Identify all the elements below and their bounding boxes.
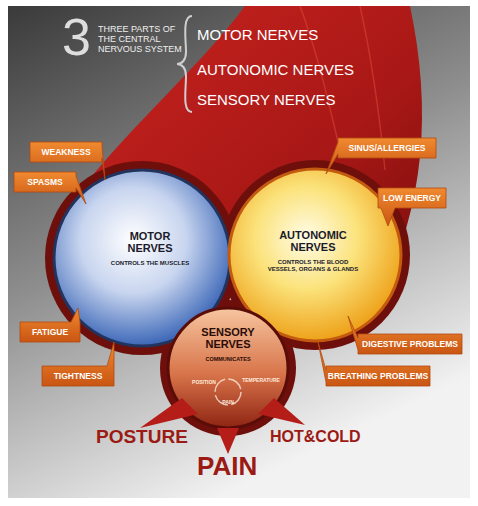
symptom-callout: SINUS/ALLERGIES (326, 138, 436, 174)
callout-text: DIGESTIVE PROBLEMS (358, 334, 462, 354)
symptom-callout: BREATHING PROBLEMS (318, 342, 430, 386)
circle-description: TEMPERATURE (236, 378, 286, 384)
big-number: 3 (62, 8, 91, 66)
circle-title: SENSORY NERVES (198, 326, 258, 351)
effect-label: PAIN (197, 452, 257, 481)
callout-text: WEAKNESS (30, 142, 102, 162)
part-name: AUTONOMIC NERVES (197, 62, 354, 79)
part-name: SENSORY NERVES (197, 92, 335, 109)
effect-label: POSTURE (96, 426, 188, 447)
effect-label: HOT&COLD (270, 428, 361, 446)
callout-text: SPASMS (14, 172, 76, 192)
symptom-callout: DIGESTIVE PROBLEMS (348, 316, 462, 354)
circle-description: CONTROLS THE BLOOD VESSELS, ORGANS & GLA… (263, 259, 363, 272)
red-arrow (140, 398, 198, 428)
circle-description: POSITION (184, 380, 224, 386)
tag-shape (348, 316, 462, 354)
symptom-callout: LOW ENERGY (378, 188, 446, 226)
circle-title: MOTOR NERVES (110, 230, 190, 255)
tag-shape (326, 138, 436, 174)
tag-shape (42, 342, 114, 386)
callout-text: SINUS/ALLERGIES (338, 138, 436, 158)
circle-title: AUTONOMIC NERVES (273, 229, 353, 254)
brace (177, 16, 192, 112)
header-text: THREE PARTS OF THE CENTRAL NERVOUS SYSTE… (98, 24, 182, 54)
tag-shape (20, 308, 80, 342)
callout-text: FATIGUE (20, 322, 80, 342)
part-name: MOTOR NERVES (197, 27, 318, 44)
tag-shape (14, 172, 86, 204)
symptom-callout: FATIGUE (20, 308, 80, 342)
callout-text: LOW ENERGY (378, 188, 446, 208)
node-outline (14, 172, 86, 204)
red-arrow (258, 398, 305, 425)
tag-shape (318, 342, 430, 386)
circle-description: CONTROLS THE MUSCLES (95, 260, 205, 267)
circle-description: PAIN (212, 400, 244, 406)
symptom-callout: SPASMS (14, 172, 86, 204)
red-arrow (217, 428, 239, 454)
callout-text: BREATHING PROBLEMS (326, 366, 430, 386)
callout-text: TIGHTNESS (42, 366, 114, 386)
symptom-callout: TIGHTNESS (42, 342, 114, 386)
circle-description: COMMUNICATES (188, 356, 268, 362)
panel-background (8, 6, 470, 498)
tag-shape (378, 188, 446, 226)
